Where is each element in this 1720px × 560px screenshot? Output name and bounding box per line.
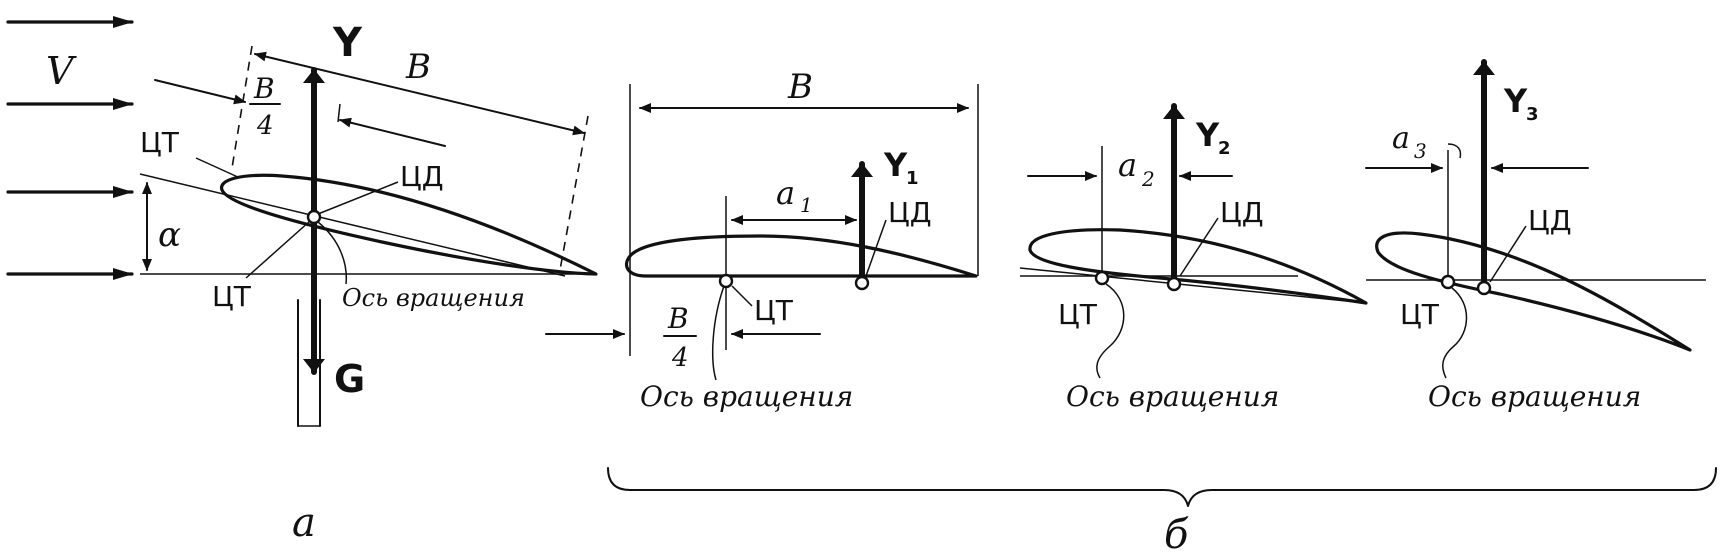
rotation-axis-leader-b3 [1441,287,1468,379]
rotation-axis-label-b3: Ось вращения [1428,380,1641,413]
center-of-pressure-point-b3 [1476,280,1492,296]
chord-extension-right [559,115,589,271]
center-of-gravity-leader-top [195,157,241,179]
center-of-pressure-label: ЦД [400,160,444,193]
lift-1-label: Y [883,146,908,184]
panel-b2: a 2 Y 2 ЦД ЦТ Ось вращения [1019,103,1368,413]
lift-3-sub: 3 [1526,104,1539,125]
chord-reference-line [139,173,566,277]
center-of-pressure-leader-b2 [1179,217,1219,277]
panel-b3: a 3 Y 3 ЦД ЦТ Ось вращения [1365,59,1706,413]
center-of-gravity-label-top: ЦТ [140,126,180,159]
center-of-pressure-leader-b3 [1489,225,1527,283]
chord-label-b1: B [787,67,813,107]
arm-1-label: a [776,174,795,212]
center-of-pressure-leader-b1 [865,219,887,277]
arm-3-sub: 3 [1414,139,1427,163]
panel-b-brace [607,467,1717,507]
rotation-axis-leader-a [317,221,348,285]
arm-2-sub: 2 [1141,167,1155,191]
quarter-chord-arrow-left [154,79,246,105]
center-of-gravity-label-b2: ЦТ [1058,298,1098,331]
quarter-chord-numerator: B [253,72,275,105]
center-of-pressure-point-b2 [1166,276,1182,292]
rotation-axis-leader-b2 [1096,283,1125,379]
center-of-pressure-label-b1: ЦД [888,196,932,229]
panel-a: V α Y G B B 4 ЦТ [6,16,598,546]
lift-2-label: Y [1195,116,1220,154]
chord-reference-line-b2 [1019,267,1367,304]
rotation-axis-label-b2: Ось вращения [1066,380,1279,413]
center-of-gravity-point-b1 [718,273,734,289]
quarter-chord-denominator-b1: 4 [671,343,689,373]
center-of-gravity-label-b1: ЦТ [754,294,794,327]
arm-2-label: a [1118,146,1137,184]
airfoil-b1 [624,234,978,278]
angle-label: α [158,215,181,255]
airfoil-a [220,173,598,276]
center-of-gravity-label-bottom: ЦТ [212,280,252,313]
lift-2-sub: 2 [1218,138,1231,159]
panel-b-label: б [1164,512,1189,558]
chord-label: B [405,47,431,87]
chord-extension-left [231,45,253,169]
center-of-gravity-leader-bottom [245,220,311,279]
rotation-axis-leader-b1 [712,285,725,381]
lift-label: Y [332,20,363,66]
quarter-chord-arrow-right [339,117,446,147]
center-of-pressure-point-b1 [854,275,870,291]
arm-3-label: a [1392,121,1410,156]
rotation-axis-label-a: Ось вращения [342,284,525,312]
center-of-gravity-point-b2 [1094,270,1110,286]
quarter-chord-denominator: 4 [256,111,274,141]
weight-label: G [334,357,365,401]
panel-a-label: а [292,500,316,546]
center-of-gravity-leader-b1 [731,285,753,307]
quarter-chord-numerator-b1: B [667,302,689,335]
velocity-label: V [46,49,77,93]
lift-3-label: Y [1503,82,1528,120]
panel-b1: B a 1 Y 1 ЦД ЦТ B 4 Ось вращения [545,67,979,413]
center-of-gravity-point-b3 [1440,274,1456,290]
center-of-gravity-label-b3: ЦТ [1400,298,1440,331]
flow-arrows [6,16,134,280]
quarter-chord-tick [337,103,341,123]
center-of-pressure-leader [317,181,399,215]
lift-1-sub: 1 [906,168,919,189]
center-of-pressure-label-b3: ЦД [1528,204,1572,237]
center-of-gravity-point [306,209,322,225]
airfoil-b3 [1375,231,1692,352]
airfoil-b2 [1028,228,1368,305]
center-of-pressure-label-b2: ЦД [1220,196,1264,229]
arm-3-pointer [1447,143,1462,159]
arm-1-sub: 1 [800,193,813,217]
chord-dimension-line [254,51,585,136]
rotation-axis-label-b1: Ось вращения [640,380,853,413]
